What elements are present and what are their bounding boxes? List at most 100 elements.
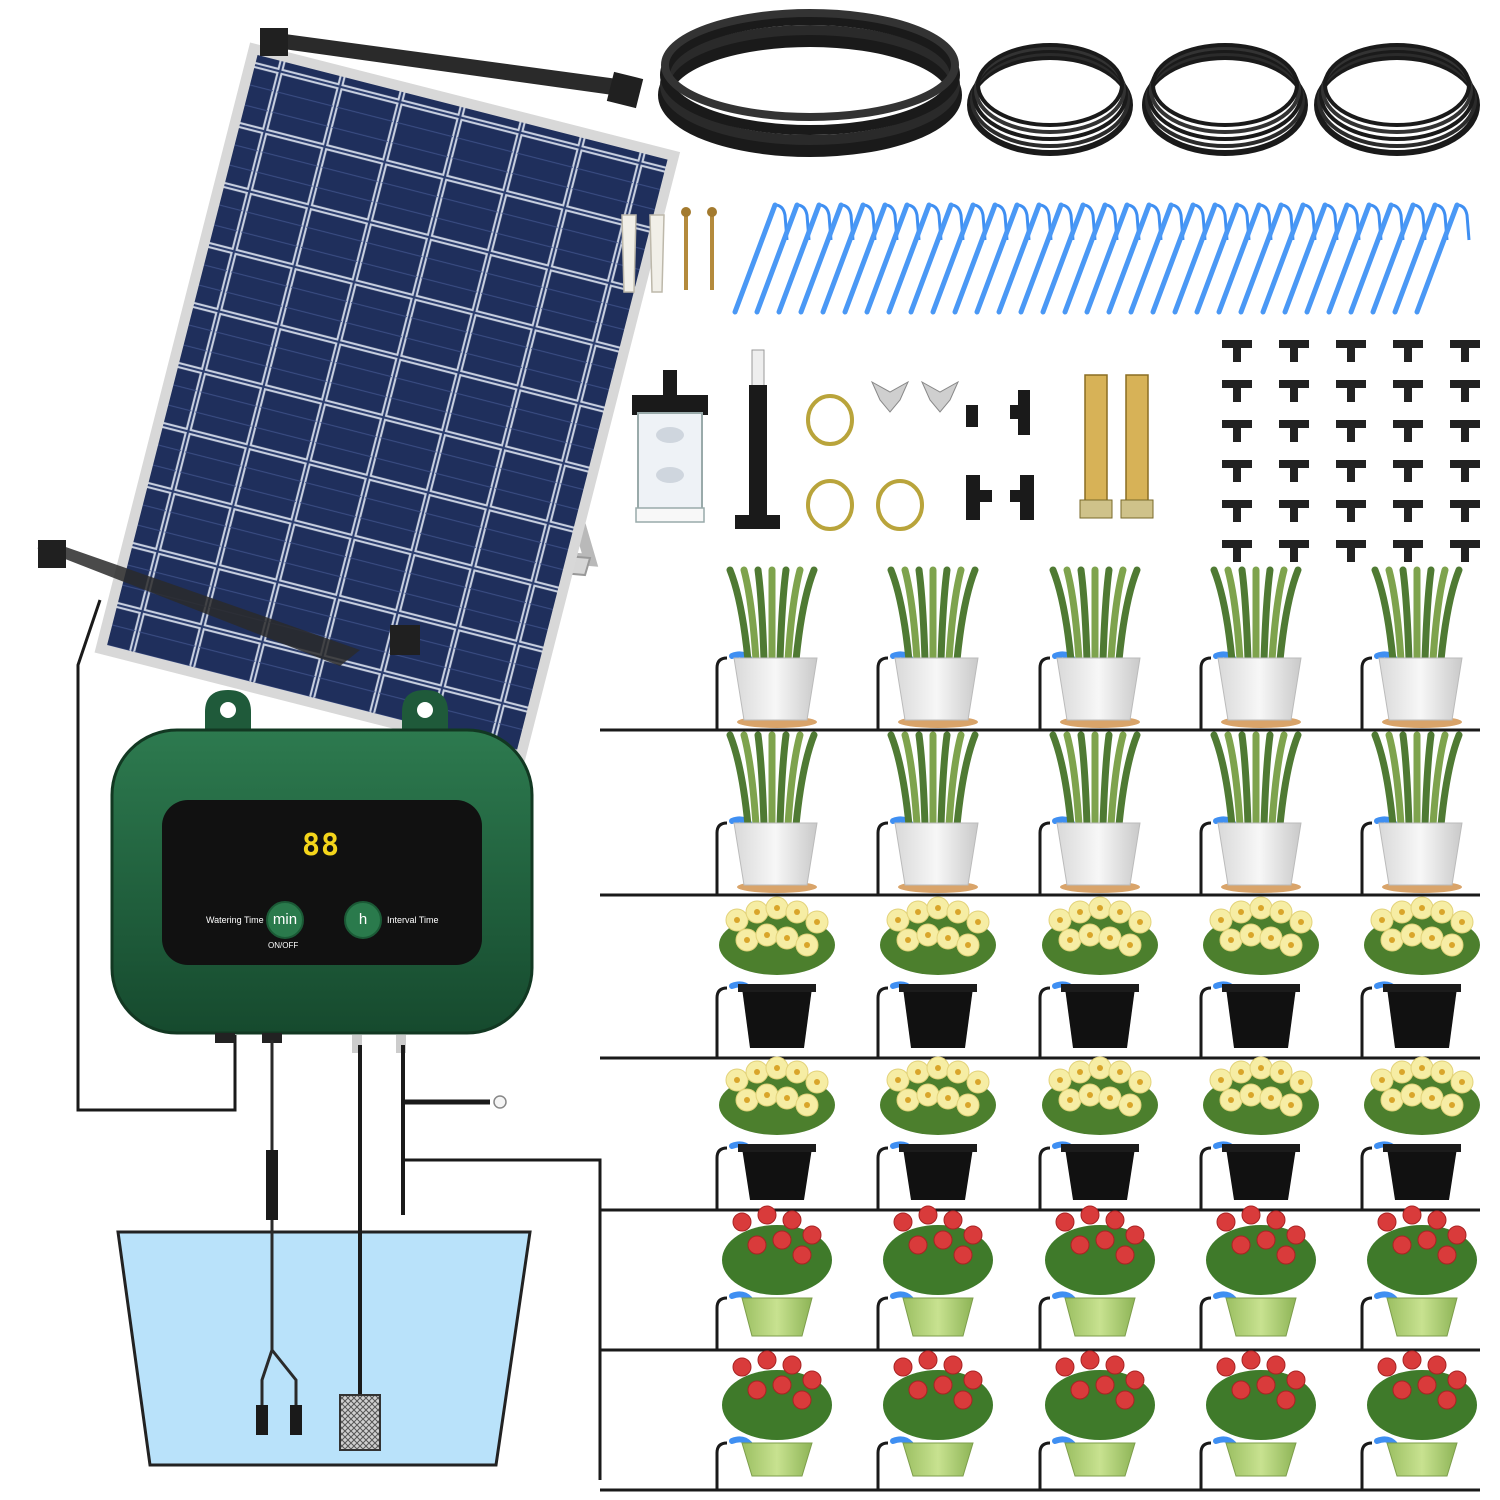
tee-connector-icon [1336, 420, 1366, 442]
drip-stake-icon [1370, 202, 1427, 315]
drip-stake-icon [798, 202, 855, 315]
tee-connector-icon [1279, 340, 1309, 362]
potted-plant-icon [1038, 1350, 1155, 1490]
plant-tiers [600, 566, 1480, 1492]
h-button[interactable] [344, 901, 382, 939]
drip-stake-icon [1216, 202, 1273, 315]
pump-intake-icon [339, 1045, 381, 1451]
tee-connector-icon [1222, 340, 1252, 362]
tee-connector-icon [1222, 540, 1252, 562]
drip-stake-icon [908, 202, 965, 315]
wing-nut-icon [870, 380, 960, 413]
drip-stake-icon [1392, 202, 1449, 315]
potted-plant-icon [1360, 896, 1480, 1058]
drip-stake-icon [996, 202, 1053, 315]
plant-row [600, 1205, 1480, 1352]
drip-stake-icon [842, 202, 899, 315]
drip-stake-icon [1348, 202, 1405, 315]
expansion-bolt-icon [1079, 374, 1154, 519]
drip-stake-icon [864, 202, 921, 315]
timer-display: 88 [302, 828, 341, 863]
drip-stake-icon [1260, 202, 1317, 315]
potted-plant-icon [1038, 1205, 1155, 1350]
plant-row [600, 1350, 1480, 1492]
tee-connector-icon [1393, 500, 1423, 522]
plant-row [600, 731, 1480, 897]
drip-tubing-coil-icon [967, 43, 1133, 156]
potted-plant-icon [1038, 1056, 1158, 1210]
drip-stake-icon [754, 202, 811, 315]
potted-plant-icon [715, 1056, 835, 1210]
potted-plant-icon [1038, 896, 1158, 1058]
tee-connector-icon [1450, 540, 1480, 562]
potted-plant-icon [715, 1350, 832, 1490]
potted-plant-icon [715, 731, 818, 895]
tee-connector-icon [1279, 380, 1309, 402]
potted-plant-icon [1360, 1350, 1477, 1490]
drip-stake-icon [1414, 202, 1471, 315]
h-button-label: h [358, 911, 368, 928]
potted-plant-icon [1199, 896, 1319, 1058]
panel-cable [76, 599, 237, 1112]
potted-plant-icon [715, 566, 818, 730]
drip-stake-icon [1084, 202, 1141, 315]
drip-stake-icon [820, 202, 877, 315]
min-button-label: min [272, 911, 298, 928]
tee-connectors-group [1222, 340, 1480, 562]
drip-stake-icon [1194, 202, 1251, 315]
drip-stake-icon [930, 202, 987, 315]
tee-connector-icon [1279, 500, 1309, 522]
drip-stake-icon [776, 202, 833, 315]
wall-anchor-icon [621, 214, 665, 293]
drip-stake-icon [1172, 202, 1229, 315]
tee-connector-icon [1336, 340, 1366, 362]
tee-valve-icon [735, 349, 780, 529]
potted-plant-icon [876, 1205, 993, 1350]
potted-plant-icon [876, 731, 979, 895]
inlet-filter-icon [632, 370, 708, 523]
tee-connector-icon [1279, 540, 1309, 562]
tee-connector-icon [1336, 500, 1366, 522]
screw-icon [681, 207, 717, 290]
tee-connector-icon [1222, 420, 1252, 442]
potted-plant-icon [715, 896, 835, 1058]
drip-stake-icon [732, 202, 789, 315]
tee-connector-icon [1450, 500, 1480, 522]
plant-row [600, 1056, 1480, 1212]
potted-plant-icon [1360, 1205, 1477, 1350]
hose-clamp-icon [806, 394, 924, 531]
potted-plant-icon [1199, 566, 1302, 730]
drip-stake-icon [1282, 202, 1339, 315]
potted-plant-icon [1360, 566, 1463, 730]
tee-connector-icon [1336, 380, 1366, 402]
potted-plant-icon [1199, 1350, 1316, 1490]
onoff-label: ON/OFF [268, 941, 299, 950]
tee-connector-icon [1450, 380, 1480, 402]
tee-connector-icon [1279, 420, 1309, 442]
tee-connector-icon [1450, 460, 1480, 482]
outlet-hose [401, 1045, 602, 1480]
tee-connector-icon [1450, 420, 1480, 442]
drip-stake-icon [974, 202, 1031, 315]
control-panel [162, 800, 482, 965]
tee-connector-icon [1222, 380, 1252, 402]
drip-stake-icon [1326, 202, 1383, 315]
drip-tubing-coil-icon [1142, 43, 1308, 156]
water-tank-icon [116, 1230, 532, 1467]
interval-time-label: Interval Time [387, 915, 439, 925]
tee-connector-icon [1393, 460, 1423, 482]
tee-connector-icon [1336, 460, 1366, 482]
drip-stake-icon [1150, 202, 1207, 315]
potted-plant-icon [1038, 731, 1141, 895]
drip-stake-icon [1106, 202, 1163, 315]
drip-stake-icon [1062, 202, 1119, 315]
potted-plant-icon [1199, 731, 1302, 895]
drip-stake-icon [952, 202, 1009, 315]
drip-stake-icon [1040, 202, 1097, 315]
potted-plant-icon [1038, 566, 1141, 730]
potted-plant-icon [876, 1350, 993, 1490]
min-button[interactable] [266, 901, 304, 939]
potted-plant-icon [1360, 1056, 1480, 1210]
tee-connector-icon [1393, 420, 1423, 442]
